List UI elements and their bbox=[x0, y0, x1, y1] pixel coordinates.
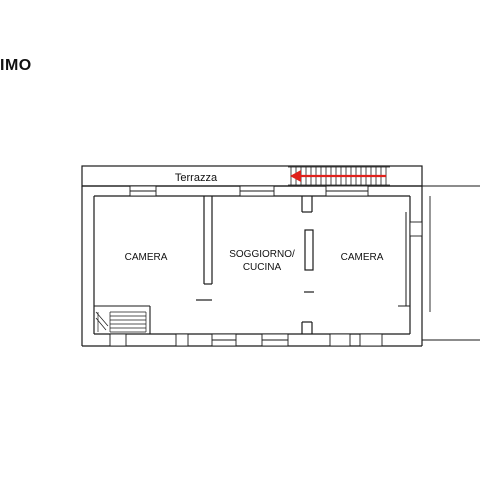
left-corner-walls bbox=[94, 305, 151, 334]
room-label-center-line2: CUCINA bbox=[243, 262, 282, 273]
entrance-arrow bbox=[290, 170, 386, 182]
room-label-right: CAMERA bbox=[341, 252, 384, 263]
windows-bottom bbox=[109, 333, 383, 347]
floor-heading: IMO bbox=[0, 57, 32, 74]
room-label-left: CAMERA bbox=[125, 252, 168, 263]
terrace-label: Terrazza bbox=[175, 172, 218, 184]
window-right bbox=[409, 221, 423, 237]
exterior-boundary bbox=[422, 185, 480, 341]
windows-top bbox=[129, 185, 369, 197]
room-label-center-line1: SOGGIORNO/ bbox=[229, 249, 295, 260]
interior-walls bbox=[196, 196, 314, 334]
right-room-recess bbox=[398, 212, 410, 307]
interior-staircase bbox=[95, 311, 147, 333]
